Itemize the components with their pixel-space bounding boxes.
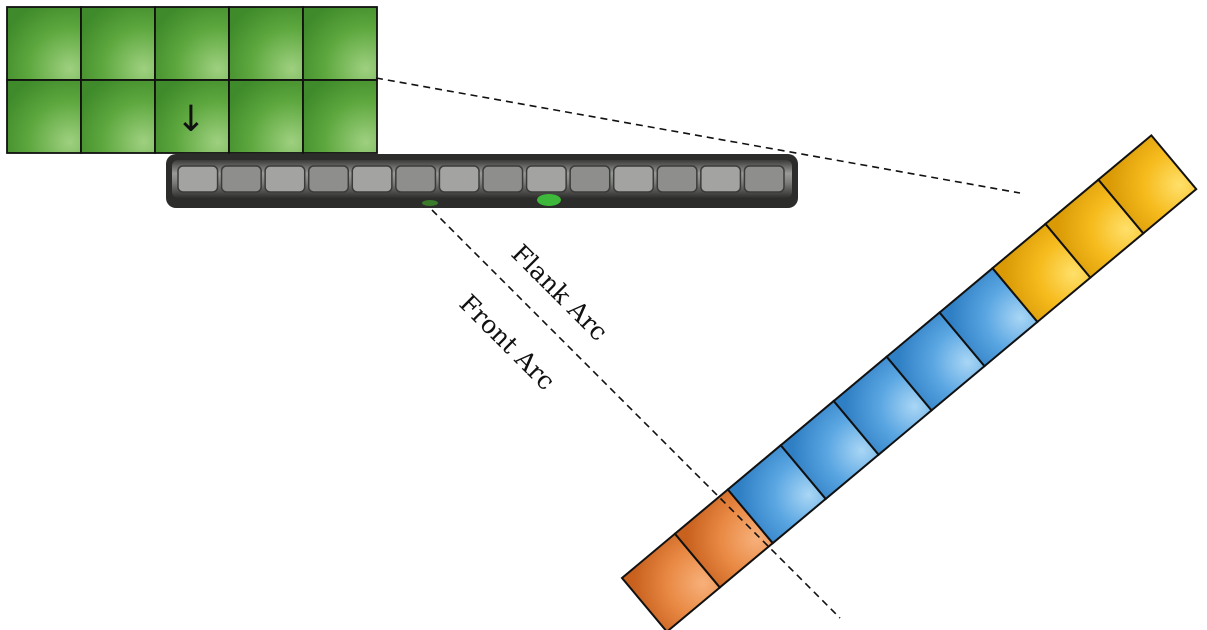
green-unit-cell (6, 79, 82, 154)
wall-stone (482, 165, 524, 193)
wall-terrain (166, 154, 798, 208)
wall-stone (656, 165, 698, 193)
moss-patch-small (422, 200, 438, 206)
wall-stone (307, 165, 350, 193)
wall-stone (569, 165, 611, 193)
wall-stones (177, 165, 785, 193)
front-arc-label: Front Arc (454, 289, 561, 396)
green-unit-cell (154, 79, 230, 154)
diagonal-unit (620, 133, 1198, 630)
wall-stone (438, 165, 480, 193)
wall-stone (351, 165, 393, 193)
flank-arc-line (375, 77, 1021, 194)
green-unit-cell (154, 6, 230, 81)
wall-stone (220, 165, 262, 193)
front-arc-line (431, 209, 841, 619)
down-arrow-icon: ↓ (176, 99, 206, 140)
green-unit-cell (302, 79, 378, 154)
green-unit-cell (228, 6, 304, 81)
green-unit-cell (228, 79, 304, 154)
wall-stone (700, 165, 742, 193)
moss-patch (537, 194, 561, 206)
wall-stone (264, 165, 306, 193)
green-unit: ↓ (6, 6, 378, 154)
green-unit-cell (80, 6, 156, 81)
wall-stone (743, 165, 785, 193)
green-unit-cell (6, 6, 82, 81)
yellow-unit-cell (1097, 133, 1198, 235)
wall-stone (525, 165, 567, 193)
wall-stone (177, 165, 219, 193)
flank-arc-label: Flank Arc (506, 239, 614, 347)
wall-stone (612, 165, 655, 193)
green-unit-cell (80, 79, 156, 154)
green-unit-cell (302, 6, 378, 81)
wall-stone (395, 165, 437, 193)
